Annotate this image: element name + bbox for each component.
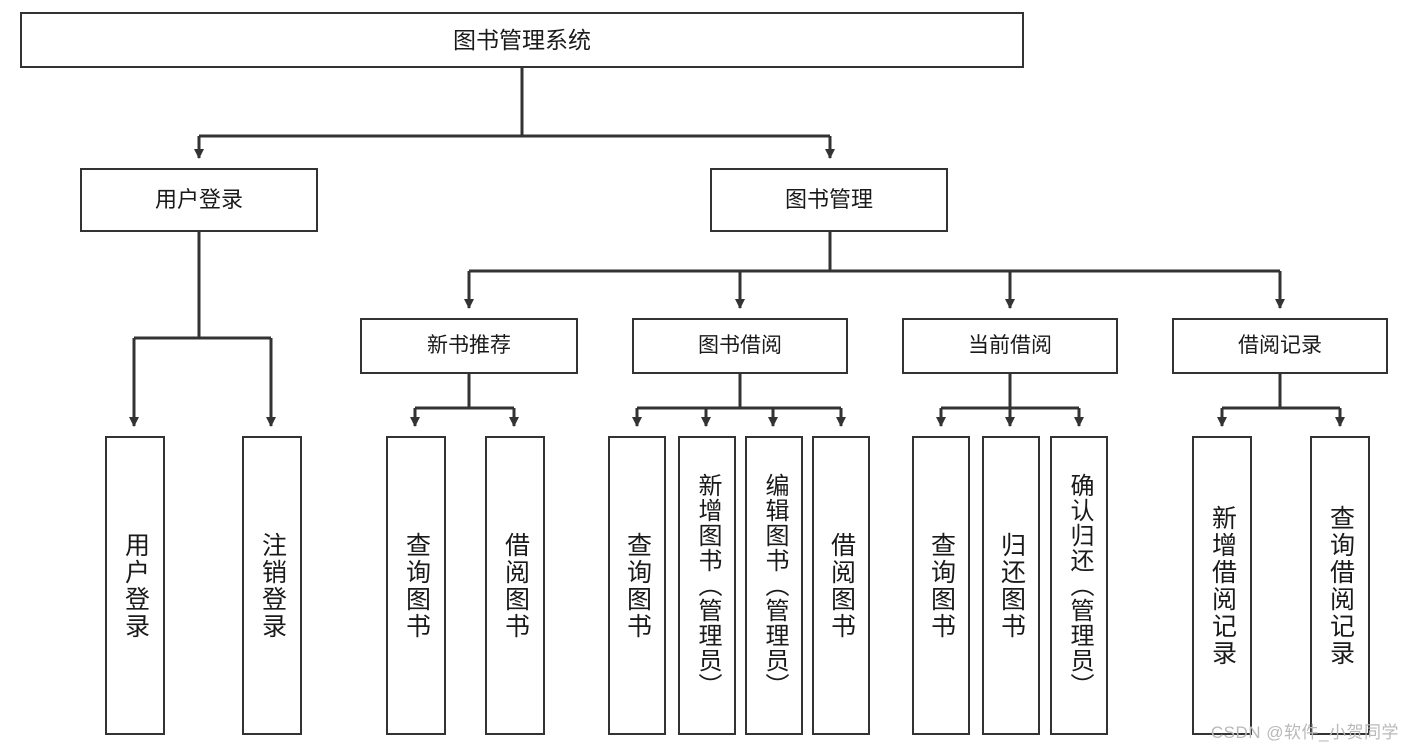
node-label: 图书管理 <box>784 187 873 213</box>
leaf-current-confirm-return-admin[interactable]: 确认归还（管理员） <box>1050 436 1108 735</box>
node-label: 查询借阅记录 <box>1326 504 1355 667</box>
node-label: 用户登录 <box>121 531 150 640</box>
node-label: 用户登录 <box>154 187 243 213</box>
node-new-book-recommend[interactable]: 新书推荐 <box>360 318 578 374</box>
leaf-current-return-book[interactable]: 归还图书 <box>982 436 1040 735</box>
leaf-borrow-borrow-book[interactable]: 借阅图书 <box>812 436 870 735</box>
node-label: 注销登录 <box>258 531 287 640</box>
node-book-borrow[interactable]: 图书借阅 <box>632 318 848 374</box>
node-label: 编辑图书（管理员） <box>761 473 788 698</box>
leaf-borrow-query-book[interactable]: 查询图书 <box>608 436 666 735</box>
leaf-record-query-record[interactable]: 查询借阅记录 <box>1310 436 1370 735</box>
node-label: 图书管理系统 <box>453 26 591 53</box>
node-label: 新增借阅记录 <box>1208 504 1237 667</box>
node-label: 当前借阅 <box>968 333 1052 357</box>
node-book-management[interactable]: 图书管理 <box>710 168 948 232</box>
node-label: 新书推荐 <box>427 333 511 357</box>
node-label: 图书借阅 <box>698 333 782 357</box>
node-borrow-record[interactable]: 借阅记录 <box>1172 318 1388 374</box>
node-user-login[interactable]: 用户登录 <box>80 168 318 232</box>
leaf-recommend-borrow-book[interactable]: 借阅图书 <box>485 436 545 735</box>
node-label: 归还图书 <box>997 531 1026 640</box>
node-current-borrow[interactable]: 当前借阅 <box>902 318 1118 374</box>
leaf-borrow-edit-book-admin[interactable]: 编辑图书（管理员） <box>745 436 803 735</box>
leaf-record-add-record[interactable]: 新增借阅记录 <box>1192 436 1252 735</box>
node-label: 借阅图书 <box>827 531 856 640</box>
leaf-user-login-login[interactable]: 用户登录 <box>105 436 165 735</box>
leaf-recommend-query-book[interactable]: 查询图书 <box>386 436 446 735</box>
node-label: 查询图书 <box>623 531 652 640</box>
node-label: 查询图书 <box>927 531 956 640</box>
leaf-current-query-book[interactable]: 查询图书 <box>912 436 970 735</box>
node-label: 借阅记录 <box>1238 333 1322 357</box>
leaf-borrow-add-book-admin[interactable]: 新增图书（管理员） <box>678 436 736 735</box>
node-root-system[interactable]: 图书管理系统 <box>20 12 1024 68</box>
node-label: 新增图书（管理员） <box>694 473 721 698</box>
node-label: 确认归还（管理员） <box>1066 473 1093 698</box>
node-label: 借阅图书 <box>501 531 530 640</box>
leaf-user-login-logout[interactable]: 注销登录 <box>242 436 302 735</box>
node-label: 查询图书 <box>402 531 431 640</box>
